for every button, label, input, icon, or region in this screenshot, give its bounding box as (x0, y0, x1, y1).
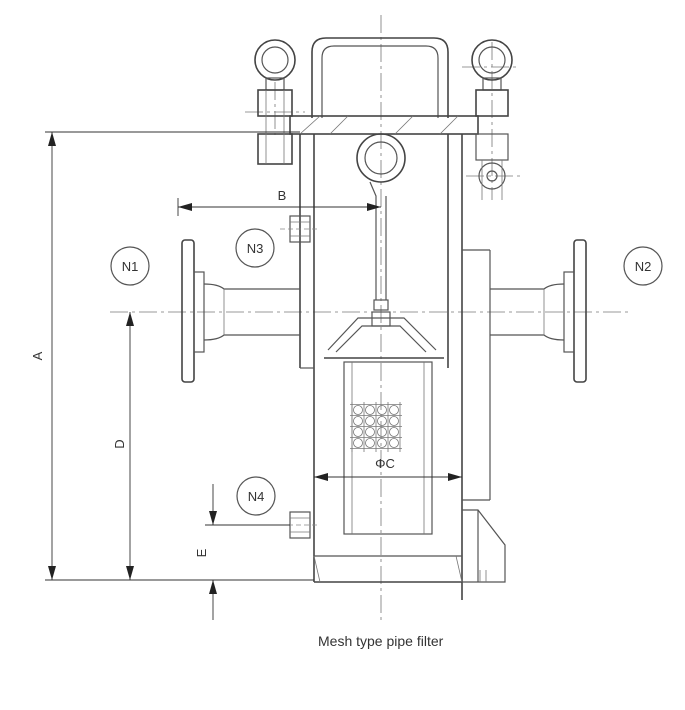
mesh-cell (365, 405, 375, 415)
cover-assembly (289, 37, 479, 135)
dimension-b (177, 198, 381, 216)
mesh-cell (353, 438, 363, 448)
mesh-cell (389, 405, 399, 415)
mesh-cell (353, 416, 363, 426)
left-eye-bolt (254, 39, 296, 165)
inlet-pipe (181, 239, 300, 383)
mesh-cell (353, 405, 363, 415)
mesh-pattern (350, 402, 402, 452)
dimension-e-label: E (194, 548, 209, 557)
dimension-c (314, 473, 462, 481)
dimension-a-label: A (30, 351, 45, 360)
nozzle-n2-callout: N2 (623, 246, 663, 286)
mesh-cell (377, 416, 387, 426)
mesh-cell (365, 416, 375, 426)
figure-caption: Mesh type pipe filter (318, 633, 444, 649)
nozzle-n1-label: N1 (122, 259, 139, 274)
mesh-cell (377, 438, 387, 448)
mesh-basket (324, 317, 444, 535)
mesh-cell (353, 427, 363, 437)
nozzle-n4-callout: N4 (236, 476, 276, 516)
dimension-d-label: D (112, 439, 127, 448)
nozzle-n3-callout: N3 (235, 228, 275, 268)
mesh-cell (377, 427, 387, 437)
nozzle-n1-callout: N1 (110, 246, 150, 286)
mesh-cell (389, 416, 399, 426)
dimension-c-label: ΦC (375, 456, 395, 471)
right-eye-bolt (471, 39, 513, 200)
filter-body (299, 134, 506, 600)
dimension-b-label: B (278, 188, 287, 203)
nozzle-n2-label: N2 (635, 259, 652, 274)
mesh-cell (377, 405, 387, 415)
mesh-cell (365, 438, 375, 448)
dimension-d (126, 312, 134, 580)
dimension-e (205, 484, 290, 620)
mesh-cell (389, 427, 399, 437)
outlet-pipe (490, 239, 587, 383)
nozzle-n3-label: N3 (247, 241, 264, 256)
mesh-cell (365, 427, 375, 437)
dimension-a (45, 131, 314, 581)
vent-nozzle (280, 215, 320, 243)
mesh-cell (389, 438, 399, 448)
nozzle-n4-label: N4 (248, 489, 265, 504)
